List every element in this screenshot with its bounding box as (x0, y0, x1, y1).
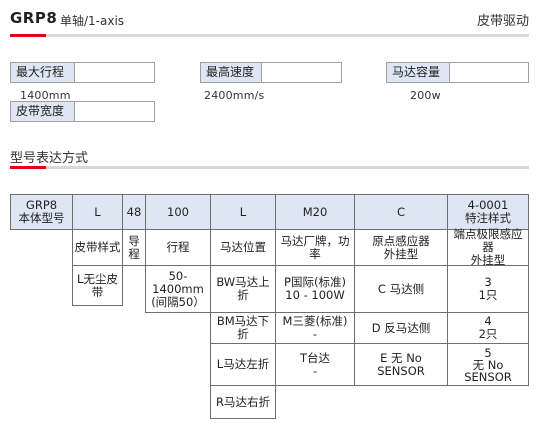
motor-capacity-value: 200w (410, 89, 441, 102)
option-limit-sensor-4: 4 2只 (447, 312, 529, 344)
option-stroke-range: 50- 1400mm (间隔50） (145, 265, 211, 313)
header-divider-accent (10, 34, 46, 37)
section-title: 型号表达方式 (10, 151, 89, 166)
option-motor-brand-m: M三菱(标准) - (275, 312, 355, 344)
max-stroke-value-box (75, 62, 155, 83)
label-belt-style: 皮带样式 (72, 229, 123, 266)
option-motor-position-l: L马达左折 (210, 343, 276, 386)
header-cell-motor-brand: M20 (275, 194, 355, 230)
label-lead: 导 程 (122, 229, 146, 266)
belt-width-value-box (75, 101, 155, 122)
header-cell-lead: 48 (122, 194, 146, 230)
header-cell-belt: L (72, 194, 123, 230)
option-motor-brand-t: T台达 - (275, 343, 355, 386)
header-divider (10, 34, 529, 37)
header-cell-limit-sensor: 4-0001 特注样式 (447, 194, 529, 230)
max-speed-value-box (262, 62, 342, 83)
axis-subtitle: 单轴/1-axis (60, 14, 125, 28)
option-motor-position-bw: BW马达上 折 (210, 265, 276, 313)
label-origin-sensor: 原点感应器 外挂型 (354, 229, 448, 266)
motor-capacity-label: 马达容量 (386, 62, 450, 83)
option-motor-position-r: R马达右折 (210, 385, 276, 419)
option-limit-sensor-5: 5 无 No SENSOR (447, 343, 529, 386)
header-cell-motor-position: L (210, 194, 276, 230)
label-motor-brand-power: 马达厂牌，功 率 (275, 229, 355, 266)
max-stroke-value: 1400mm (20, 89, 71, 102)
header-cell-body-model: GRP8 本体型号 (10, 194, 73, 230)
label-motor-position: 马达位置 (210, 229, 276, 266)
option-origin-sensor-c: C 马达侧 (354, 265, 448, 313)
motor-capacity-value-box (450, 62, 529, 83)
option-origin-sensor-e: E 无 No SENSOR (354, 343, 448, 386)
section-divider (10, 166, 529, 169)
drive-category: 皮带驱动 (476, 14, 529, 29)
label-limit-sensor: 端点极限感应器 外挂型 (447, 228, 529, 267)
model-name: GRP8 (10, 9, 58, 27)
option-motor-brand-p: P国际(标准) 10 - 100W (275, 265, 355, 313)
label-stroke: 行程 (145, 229, 211, 266)
max-speed-label: 最高速度 (200, 62, 262, 83)
section-divider-accent (10, 166, 46, 169)
option-origin-sensor-d: D 反马达侧 (354, 312, 448, 344)
belt-width-label: 皮带宽度 (10, 101, 75, 122)
max-stroke-label: 最大行程 (10, 62, 75, 83)
header-cell-stroke: 100 (145, 194, 211, 230)
header-cell-origin-sensor: C (354, 194, 448, 230)
option-limit-sensor-3: 3 1只 (447, 265, 529, 313)
option-motor-position-bm: BM马达下 折 (210, 312, 276, 344)
max-speed-value: 2400mm/s (204, 89, 265, 102)
option-belt-dustfree: L无尘皮 带 (72, 265, 123, 306)
